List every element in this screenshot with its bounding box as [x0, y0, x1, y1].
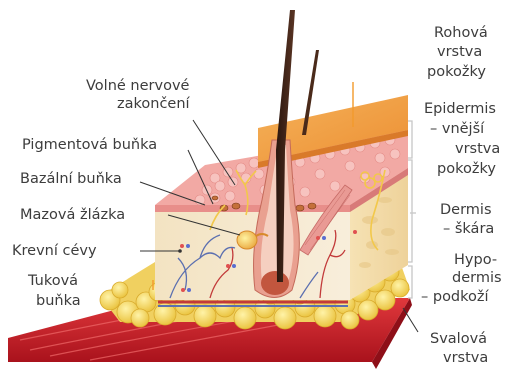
label-rohova-2: vrstva: [437, 44, 482, 60]
label-mazova-zlazka: Mazová žlázka: [20, 207, 125, 223]
label-tukova-1: Tuková: [27, 273, 78, 289]
label-hypodermis-2: dermis: [452, 270, 502, 286]
label-tukova-2: buňka: [36, 293, 81, 309]
fat-cell: [314, 305, 336, 327]
label-hypodermis-1: Hypo-: [454, 252, 497, 268]
label-krevni-cevy: Krevní cévy: [12, 243, 97, 259]
fat-cell: [391, 279, 409, 297]
fat-cell: [131, 309, 149, 327]
fat-cell: [358, 300, 378, 320]
label-svalova-1: Svalová: [430, 331, 487, 347]
label-rohova-3: pokožky: [427, 64, 486, 80]
leader-dot-krevni: [178, 249, 182, 253]
label-epidermis-3: vrstva: [455, 141, 500, 157]
fat-cell: [112, 282, 128, 298]
label-rohova-1: Rohová: [434, 25, 488, 41]
fat-cell: [234, 307, 256, 329]
label-dermis-2: – škára: [443, 221, 494, 237]
label-hypodermis-3: – podkoží: [421, 289, 490, 305]
label-volne-nervove-2: zakončení: [117, 96, 191, 112]
label-bazalni-bunka: Bazální buňka: [20, 171, 122, 187]
label-volne-nervove-1: Volné nervové: [86, 78, 190, 94]
fat-cell: [274, 307, 296, 329]
fat-cell: [194, 305, 216, 327]
fat-cell: [341, 311, 359, 329]
label-dermis-1: Dermis: [440, 202, 492, 218]
leader-svalova: [403, 308, 418, 332]
label-svalova-2: vrstva: [443, 350, 488, 366]
label-epidermis-4: pokožky: [437, 161, 496, 177]
label-epidermis-1: Epidermis: [424, 101, 496, 117]
label-epidermis-2: – vnější: [430, 121, 485, 137]
fat-cell: [375, 290, 395, 310]
layer-brackets: [408, 121, 416, 298]
label-pigmentova-bunka: Pigmentová buňka: [22, 137, 157, 153]
